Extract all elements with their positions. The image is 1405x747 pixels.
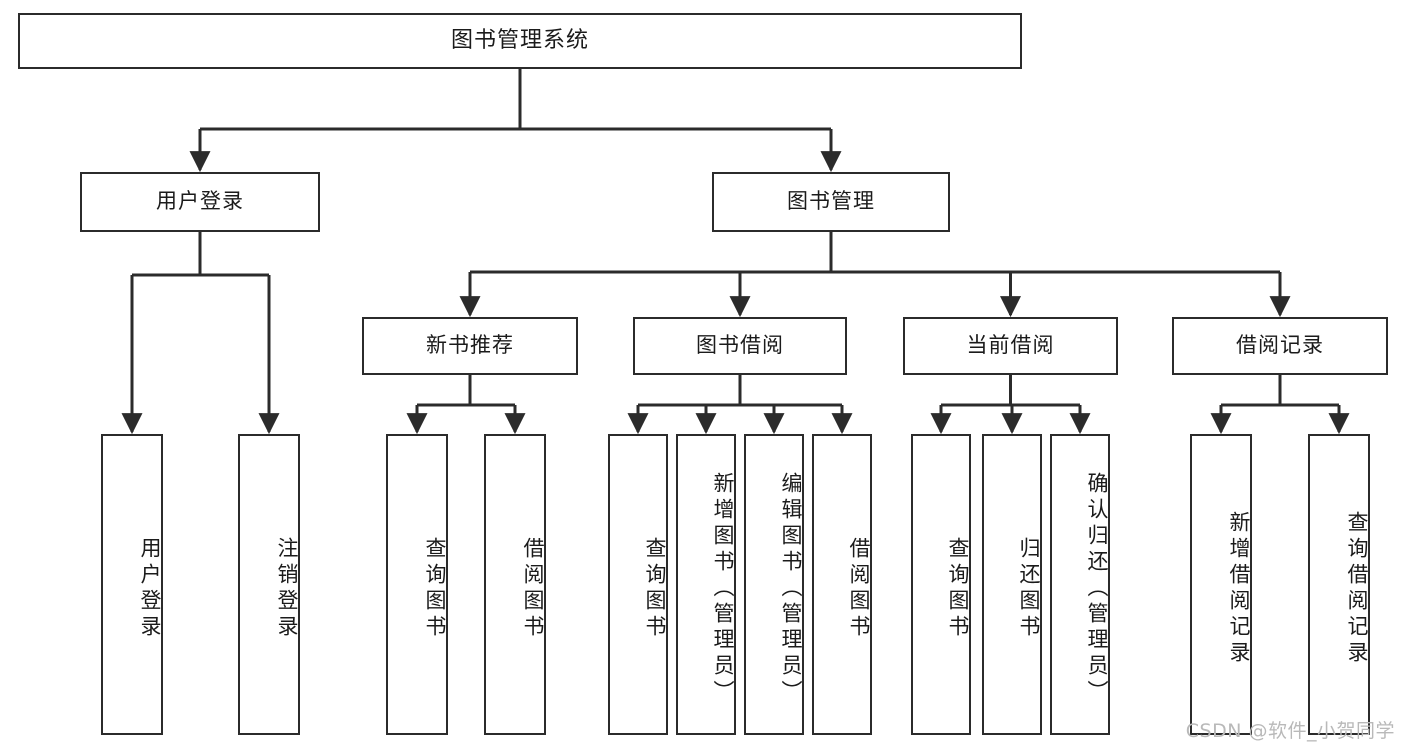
leaf-record-add[interactable]: 新增借阅记录 [1190, 434, 1252, 735]
leaf-borrow-edit-book[interactable]: 编辑图书（管理员） [744, 434, 804, 735]
leaf-current-confirm-return-label: 确认归还（管理员） [1085, 471, 1109, 706]
leaf-record-query[interactable]: 查询借阅记录 [1308, 434, 1370, 735]
node-book-manage[interactable]: 图书管理 [712, 172, 950, 232]
leaf-rec-query-book-label: 查询图书 [423, 536, 447, 641]
node-book-borrow-label: 图书借阅 [696, 333, 784, 358]
leaf-current-confirm-return[interactable]: 确认归还（管理员） [1050, 434, 1110, 735]
leaf-borrow-borrow-book[interactable]: 借阅图书 [812, 434, 872, 735]
leaf-rec-borrow-book-label: 借阅图书 [521, 536, 545, 641]
leaf-rec-query-book[interactable]: 查询图书 [386, 434, 448, 735]
watermark: CSDN @软件_小贺同学 [1185, 720, 1395, 742]
leaf-borrow-query-book[interactable]: 查询图书 [608, 434, 668, 735]
leaf-borrow-add-book[interactable]: 新增图书（管理员） [676, 434, 736, 735]
leaf-current-return-book[interactable]: 归还图书 [982, 434, 1042, 735]
node-borrow-record[interactable]: 借阅记录 [1172, 317, 1388, 375]
node-book-manage-label: 图书管理 [787, 189, 875, 214]
node-new-book-recommend-label: 新书推荐 [426, 333, 514, 358]
leaf-current-query-book[interactable]: 查询图书 [911, 434, 971, 735]
leaf-user-logout[interactable]: 注销登录 [238, 434, 300, 735]
node-borrow-record-label: 借阅记录 [1236, 333, 1324, 358]
node-user-login-label: 用户登录 [156, 189, 244, 214]
leaf-rec-borrow-book[interactable]: 借阅图书 [484, 434, 546, 735]
leaf-borrow-borrow-book-label: 借阅图书 [847, 536, 871, 641]
leaf-borrow-query-book-label: 查询图书 [643, 536, 667, 641]
leaf-record-add-label: 新增借阅记录 [1227, 510, 1251, 667]
node-current-borrow-label: 当前借阅 [966, 333, 1055, 358]
node-book-borrow[interactable]: 图书借阅 [633, 317, 847, 375]
node-root-label: 图书管理系统 [450, 27, 589, 53]
leaf-user-login[interactable]: 用户登录 [101, 434, 163, 735]
node-current-borrow[interactable]: 当前借阅 [903, 317, 1118, 375]
leaf-borrow-add-book-label: 新增图书（管理员） [711, 471, 735, 706]
leaf-user-logout-label: 注销登录 [275, 536, 299, 641]
node-new-book-recommend[interactable]: 新书推荐 [362, 317, 578, 375]
leaf-record-query-label: 查询借阅记录 [1345, 510, 1369, 667]
leaf-user-login-label: 用户登录 [138, 536, 162, 641]
leaf-current-query-book-label: 查询图书 [946, 536, 970, 641]
leaf-borrow-edit-book-label: 编辑图书（管理员） [779, 471, 803, 706]
node-user-login[interactable]: 用户登录 [80, 172, 320, 232]
leaf-current-return-book-label: 归还图书 [1017, 536, 1041, 641]
node-root[interactable]: 图书管理系统 [18, 13, 1022, 69]
